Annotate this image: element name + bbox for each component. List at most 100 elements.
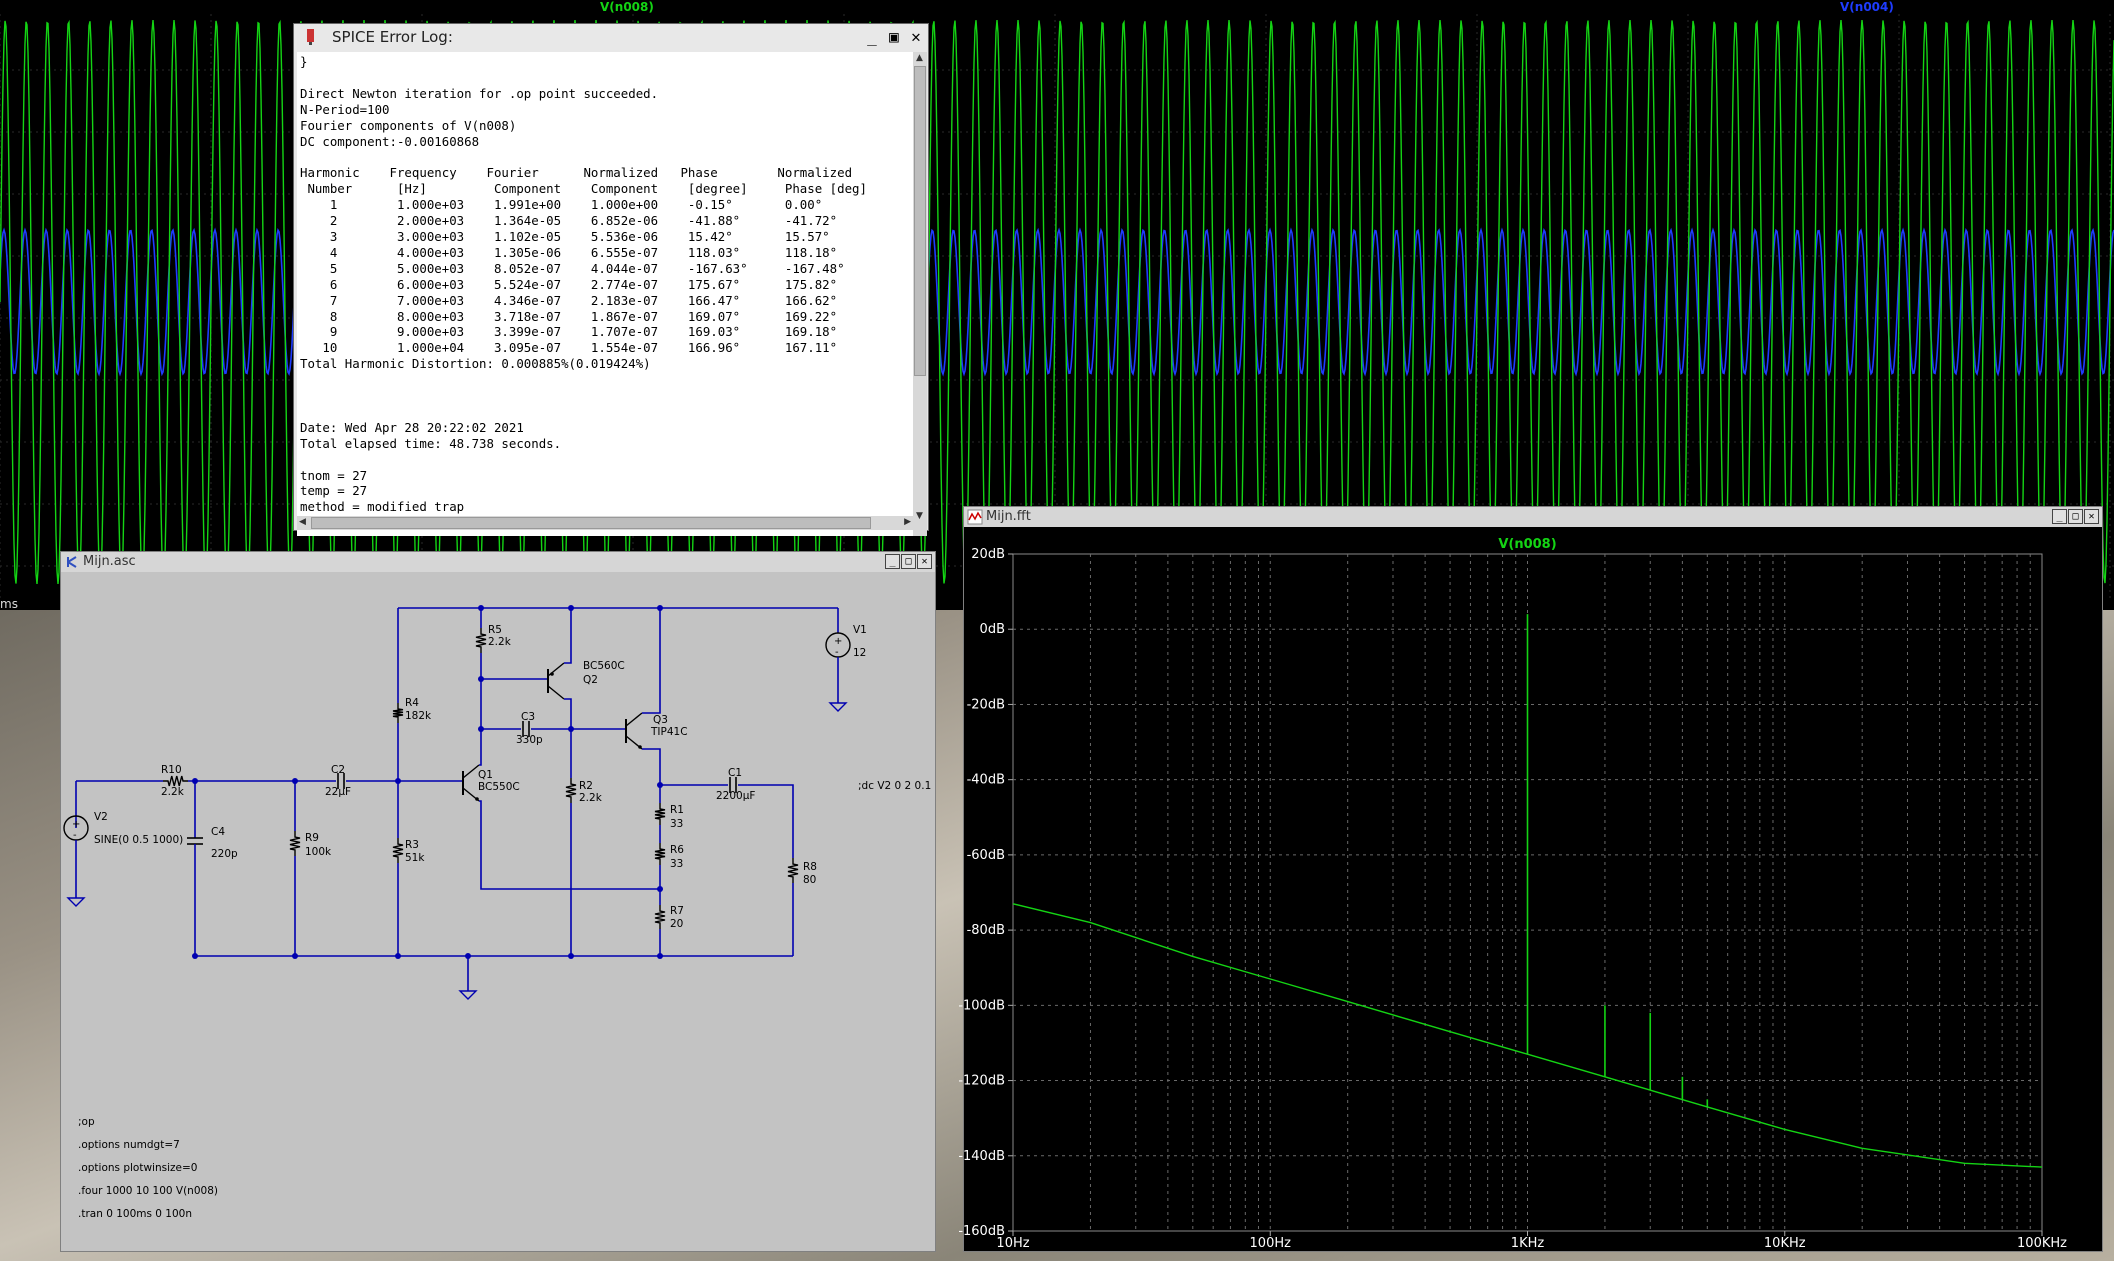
log-titlebar[interactable]: SPICE Error Log: _ ▣ ✕ bbox=[294, 24, 928, 50]
log-title: SPICE Error Log: bbox=[332, 28, 453, 46]
scroll-left-icon[interactable]: ◀ bbox=[299, 517, 306, 527]
label-r8: R8 bbox=[803, 861, 817, 873]
log-line: temp = 27 bbox=[300, 483, 368, 499]
label-c4-value: 220p bbox=[211, 848, 238, 860]
wire bbox=[642, 608, 661, 714]
label-r6-value: 33 bbox=[670, 858, 683, 870]
trace-label[interactable]: V(n008) bbox=[1498, 537, 1556, 552]
log-line: tnom = 27 bbox=[300, 467, 368, 483]
wire bbox=[564, 698, 572, 729]
minimize-icon[interactable]: _ bbox=[2052, 509, 2067, 524]
label-r9-value: 100k bbox=[305, 846, 332, 858]
close-icon[interactable]: ✕ bbox=[2084, 509, 2099, 524]
resistor-symbol bbox=[565, 778, 577, 803]
y-tick-label: -100dB bbox=[958, 998, 1005, 1013]
wire bbox=[479, 729, 482, 766]
label-c4: C4 bbox=[211, 826, 225, 838]
y-tick-label: -80dB bbox=[967, 923, 1005, 938]
y-tick-label: -140dB bbox=[958, 1149, 1005, 1164]
schematic-icon bbox=[67, 556, 77, 568]
label-r10-value: 2.2k bbox=[161, 786, 185, 798]
ground-symbol bbox=[66, 897, 86, 907]
transistor-lead bbox=[547, 685, 565, 700]
label-c2-value: 22µF bbox=[325, 786, 351, 798]
scroll-right-icon[interactable]: ▶ bbox=[904, 517, 911, 527]
label-bc550c: BC550C bbox=[478, 781, 520, 793]
log-hscroll-thumb[interactable] bbox=[311, 517, 871, 529]
spice-directive: .options numdgt=7 bbox=[78, 1139, 180, 1151]
spice-directive: .options plotwinsize=0 bbox=[78, 1162, 197, 1174]
label-r5: R5 bbox=[488, 624, 502, 636]
log-horizontal-scrollbar[interactable]: ◀ ▶ bbox=[297, 516, 913, 530]
label-r4-value: 182k bbox=[405, 710, 432, 722]
scroll-up-icon[interactable]: ▲ bbox=[916, 53, 923, 63]
resistor-symbol bbox=[163, 775, 188, 787]
log-vscroll-thumb[interactable] bbox=[914, 66, 926, 376]
maximize-icon[interactable]: □ bbox=[2068, 509, 2083, 524]
transistor-lead bbox=[462, 764, 480, 779]
log-line: 2 2.000e+03 1.364e-05 6.852e-06 -41.88° … bbox=[300, 213, 838, 229]
resistor-symbol bbox=[475, 628, 487, 653]
log-line: Total Harmonic Distortion: 0.000885%(0.0… bbox=[300, 356, 651, 372]
schematic-titlebar[interactable]: Mijn.asc _ □ ✕ bbox=[61, 552, 935, 572]
y-tick-label: -120dB bbox=[958, 1074, 1005, 1089]
close-icon[interactable]: ✕ bbox=[911, 27, 921, 46]
maximize-icon[interactable]: □ bbox=[901, 554, 916, 569]
transistor-arrow bbox=[475, 797, 479, 801]
label-r10: R10 bbox=[161, 764, 182, 776]
label-q3: Q3 bbox=[653, 714, 668, 726]
schematic-title: Mijn.asc bbox=[83, 554, 136, 569]
log-line: N-Period=100 bbox=[300, 101, 390, 117]
log-text-area[interactable]: } Direct Newton iteration for .op point … bbox=[297, 52, 913, 536]
resistor-symbol bbox=[787, 858, 799, 883]
ground-symbol bbox=[828, 702, 848, 712]
label-c1: C1 bbox=[728, 767, 742, 779]
log-line: 6 6.000e+03 5.524e-07 2.774e-07 175.67° … bbox=[300, 276, 838, 292]
minimize-icon[interactable]: _ bbox=[867, 27, 877, 46]
wire bbox=[564, 608, 572, 664]
log-line: 5 5.000e+03 8.052e-07 4.044e-07 -167.63°… bbox=[300, 260, 845, 276]
log-line: 10 1.000e+04 3.095e-07 1.554e-07 166.96°… bbox=[300, 340, 838, 356]
log-line: 8 8.000e+03 3.718e-07 1.867e-07 169.07° … bbox=[300, 308, 838, 324]
wire bbox=[479, 800, 660, 890]
log-line: Direct Newton iteration for .op point su… bbox=[300, 85, 659, 101]
y-tick-label: -160dB bbox=[958, 1224, 1005, 1239]
maximize-icon[interactable]: ▣ bbox=[889, 27, 899, 46]
scroll-down-icon[interactable]: ▼ bbox=[916, 511, 923, 521]
ground-symbol bbox=[458, 990, 478, 1000]
log-line bbox=[300, 452, 913, 468]
log-vertical-scrollbar[interactable]: ▲ ▼ bbox=[913, 52, 927, 536]
label-r5-value: 2.2k bbox=[488, 636, 512, 648]
resistor-symbol bbox=[392, 838, 404, 863]
x-tick-label: 10Hz bbox=[996, 1236, 1029, 1251]
label-r8-value: 80 bbox=[803, 874, 816, 886]
log-line: 7 7.000e+03 4.346e-07 2.183e-07 166.47° … bbox=[300, 292, 838, 308]
y-tick-label: -20dB bbox=[967, 697, 1005, 712]
label-c1-value: 2200µF bbox=[716, 790, 755, 802]
transistor-lead bbox=[625, 712, 643, 727]
close-icon[interactable]: ✕ bbox=[917, 554, 932, 569]
log-line: method = modified trap bbox=[300, 499, 465, 515]
minus-sign: - bbox=[835, 647, 839, 658]
trace-label-blue[interactable]: V(n004) bbox=[1840, 0, 1894, 14]
label-r7: R7 bbox=[670, 905, 684, 917]
label-v1: V1 bbox=[853, 624, 867, 636]
x-tick-label: 100KHz bbox=[2017, 1236, 2067, 1251]
log-line bbox=[300, 70, 913, 86]
transistor-arrow bbox=[550, 672, 554, 676]
label-dc-directive: ;dc V2 0 2 0.1 bbox=[858, 780, 931, 792]
label-r1-value: 33 bbox=[670, 818, 683, 830]
minimize-icon[interactable]: _ bbox=[885, 554, 900, 569]
label-r3: R3 bbox=[405, 839, 419, 851]
log-line: } bbox=[300, 54, 308, 69]
spice-error-log-window[interactable]: SPICE Error Log: _ ▣ ✕ } Direct Newton i… bbox=[293, 23, 929, 536]
fft-titlebar[interactable]: Mijn.fft _ □ ✕ bbox=[964, 507, 2102, 527]
fft-chart[interactable]: 20dB0dB-20dB-40dB-60dB-80dB-100dB-120dB-… bbox=[958, 527, 2102, 1251]
trace-label-green[interactable]: V(n008) bbox=[600, 0, 654, 14]
log-line: Date: Wed Apr 28 20:22:02 2021 bbox=[300, 419, 524, 435]
